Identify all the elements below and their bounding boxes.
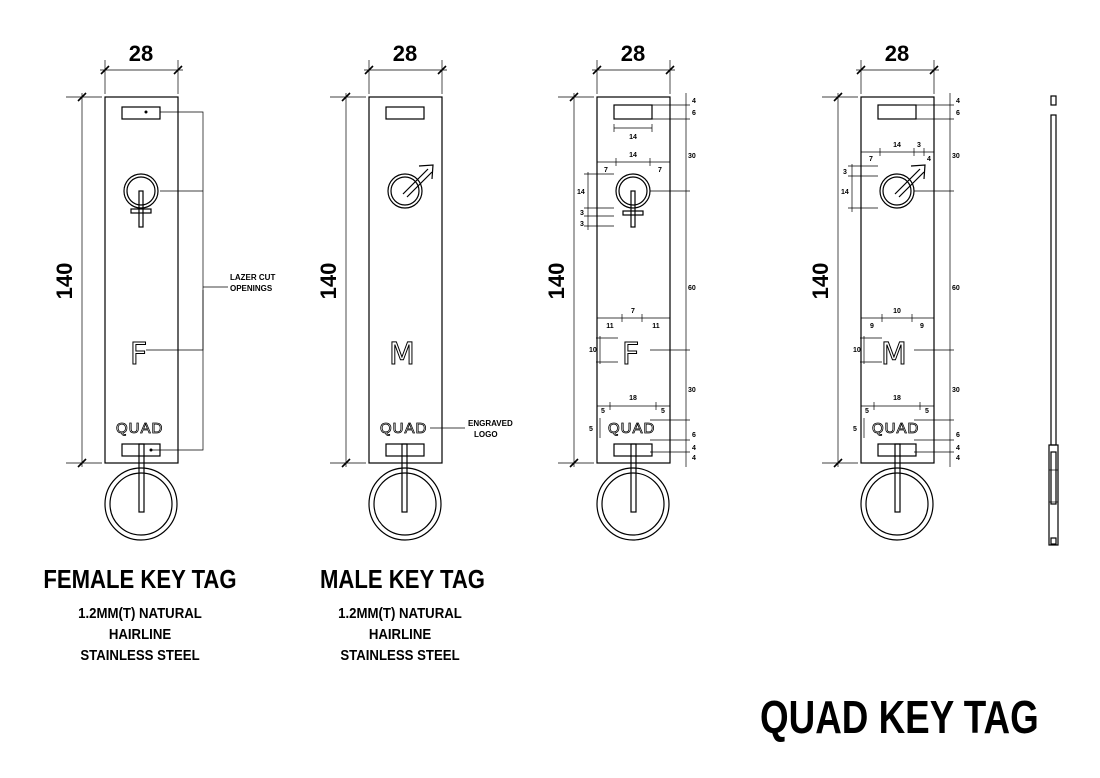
svg-text:5: 5	[853, 426, 857, 433]
svg-text:5: 5	[589, 426, 593, 433]
female-dim-symbol-icon	[615, 173, 651, 228]
side-view	[1048, 95, 1059, 546]
male-dim-logo: QUAD	[872, 420, 919, 437]
svg-text:7: 7	[658, 167, 662, 174]
male-height-dim: 140	[316, 263, 341, 300]
svg-text:4: 4	[692, 98, 696, 105]
svg-text:140: 140	[808, 263, 833, 300]
svg-text:30: 30	[688, 153, 696, 160]
male-spec: 1.2MM(T) NATURAL HAIRLINE STAINLESS STEE…	[312, 603, 488, 666]
svg-text:6: 6	[956, 110, 960, 117]
svg-text:10: 10	[853, 347, 861, 354]
svg-text:6: 6	[692, 110, 696, 117]
male-dim-symbol-icon	[879, 164, 926, 209]
female-dim-tag-outline	[596, 96, 671, 464]
svg-text:4: 4	[956, 445, 960, 452]
female-spec-line2: HAIRLINE	[108, 626, 172, 643]
svg-text:5: 5	[925, 408, 929, 415]
svg-text:3: 3	[580, 221, 584, 228]
svg-text:5: 5	[601, 408, 605, 415]
svg-text:30: 30	[688, 387, 696, 394]
female-top-slot	[121, 106, 161, 120]
svg-text:7: 7	[631, 308, 635, 315]
female-width-dim: 28	[129, 41, 153, 66]
svg-text:3: 3	[580, 210, 584, 217]
engraved-note-line1: ENGRAVED	[468, 419, 513, 428]
female-spec-line1: 1.2MM(T) NATURAL	[78, 605, 202, 622]
svg-text:14: 14	[629, 134, 637, 141]
lazer-cut-note-line1: LAZER CUT	[230, 273, 275, 282]
svg-text:60: 60	[952, 285, 960, 292]
lazer-cut-note-line2: OPENINGS	[230, 284, 273, 293]
male-tag-view: M QUAD ENGRAVED LOGO 28 140	[316, 41, 513, 541]
svg-text:140: 140	[544, 263, 569, 300]
female-height-dim: 140	[52, 263, 77, 300]
male-dimensioned-view: M QUAD 28 140 4 6 30 60 30 6 4 4	[808, 41, 960, 541]
male-spec-line1: 1.2MM(T) NATURAL	[338, 605, 462, 622]
svg-text:14: 14	[841, 189, 849, 196]
svg-text:4: 4	[956, 98, 960, 105]
svg-text:5: 5	[865, 408, 869, 415]
svg-text:18: 18	[629, 395, 637, 402]
male-ring-link	[401, 443, 408, 513]
svg-text:5: 5	[661, 408, 665, 415]
male-tag-outline	[368, 96, 443, 464]
male-bottom-slot	[385, 443, 425, 457]
svg-text:30: 30	[952, 153, 960, 160]
svg-text:6: 6	[956, 432, 960, 439]
svg-text:3: 3	[917, 142, 921, 149]
female-dim-logo: QUAD	[608, 420, 655, 437]
male-dim-tag-outline	[860, 96, 935, 464]
female-letter-f: F	[130, 337, 147, 372]
svg-text:9: 9	[870, 323, 874, 330]
male-width-dim: 28	[393, 41, 417, 66]
svg-text:28: 28	[885, 41, 909, 66]
svg-text:30: 30	[952, 387, 960, 394]
male-key-ring	[368, 467, 442, 541]
female-ring-link	[138, 443, 145, 513]
female-spec: 1.2MM(T) NATURAL HAIRLINE STAINLESS STEE…	[52, 603, 228, 666]
svg-text:11: 11	[606, 323, 614, 330]
svg-text:14: 14	[893, 142, 901, 149]
sheet-title: QUAD KEY TAG	[760, 691, 1039, 743]
svg-text:11: 11	[652, 323, 660, 330]
svg-text:14: 14	[629, 152, 637, 159]
female-key-ring	[104, 467, 178, 541]
svg-text:10: 10	[893, 308, 901, 315]
female-symbol-icon	[123, 173, 159, 228]
svg-text:9: 9	[920, 323, 924, 330]
svg-text:18: 18	[893, 395, 901, 402]
svg-text:4: 4	[927, 156, 931, 163]
svg-text:14: 14	[577, 189, 585, 196]
svg-text:28: 28	[621, 41, 645, 66]
svg-text:4: 4	[692, 455, 696, 462]
svg-text:60: 60	[688, 285, 696, 292]
male-top-slot	[385, 106, 425, 120]
svg-text:7: 7	[869, 156, 873, 163]
male-symbol-icon	[387, 164, 434, 209]
svg-text:7: 7	[604, 167, 608, 174]
female-tag-outline	[104, 96, 179, 464]
svg-text:10: 10	[589, 347, 597, 354]
svg-text:3: 3	[843, 169, 847, 176]
engraved-note-line2: LOGO	[474, 430, 498, 439]
female-title: FEMALE KEY TAG	[43, 564, 237, 594]
female-dim-letter: F	[622, 337, 639, 372]
male-spec-line2: HAIRLINE	[368, 626, 432, 643]
male-dim-letter: M	[881, 337, 907, 372]
svg-text:4: 4	[692, 445, 696, 452]
male-title: MALE KEY TAG	[320, 564, 485, 594]
female-logo: QUAD	[116, 420, 163, 437]
male-logo: QUAD	[380, 420, 427, 437]
svg-text:6: 6	[692, 432, 696, 439]
male-letter-m: M	[389, 337, 415, 372]
female-spec-line3: STAINLESS STEEL	[80, 647, 200, 664]
female-tag-view: F QUAD LAZER CUT OPENINGS 28 140	[52, 41, 275, 541]
male-spec-line3: STAINLESS STEEL	[340, 647, 460, 664]
svg-text:4: 4	[956, 455, 960, 462]
female-dimensioned-view: F QUAD 28 140 4 6 30 60 30 6 4 4	[544, 41, 696, 541]
